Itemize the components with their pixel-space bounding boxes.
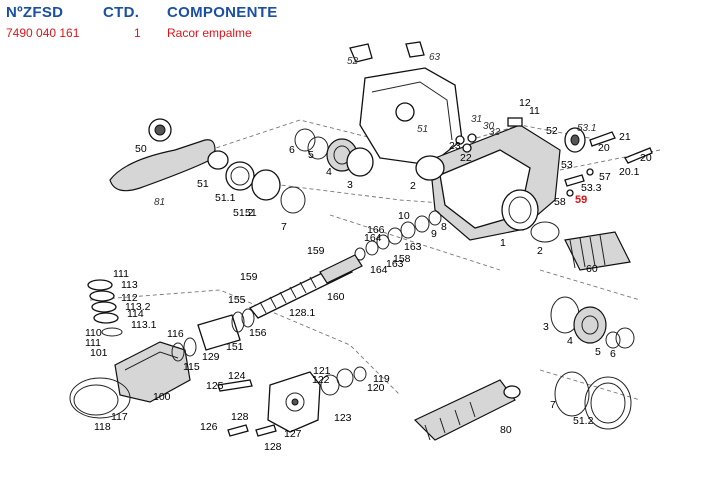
row-component: Racor empalme — [167, 26, 252, 40]
callout-label-129: 129 — [202, 351, 220, 363]
plate-label-32: 32 — [489, 127, 501, 138]
callout-label-110: 110 — [85, 327, 102, 339]
callout-label-5: 5 — [595, 346, 601, 358]
callout-label-60: 60 — [586, 263, 598, 275]
header-part-number: NºZFSD — [6, 4, 64, 21]
callout-label-53-3: 53.3 — [581, 182, 602, 194]
callout-label-20-1: 20.1 — [619, 166, 640, 178]
callout-label-123: 123 — [334, 412, 352, 424]
callout-label-118: 118 — [94, 421, 111, 433]
callout-label-51-2: 51.2 — [233, 207, 254, 219]
callout-label-128-1: 128.1 — [289, 307, 315, 319]
callout-label-6: 6 — [289, 144, 295, 156]
callout-label-111: 111 — [85, 337, 101, 349]
callout-label-51: 51 — [245, 207, 257, 219]
callout-label-5: 5 — [308, 149, 314, 161]
callout-label-50: 50 — [135, 143, 147, 155]
callout-label-160: 160 — [327, 291, 345, 303]
callout-label-151: 151 — [226, 341, 244, 353]
callout-label-164: 164 — [370, 264, 388, 276]
callout-labels: 122334455667789101112202020.121222350515… — [0, 0, 652, 453]
callout-label-170: 170 — [0, 0, 18, 3]
plate-label-81: 81 — [154, 197, 165, 208]
callout-label-1: 1 — [500, 237, 506, 249]
callout-label-58: 58 — [554, 196, 566, 208]
callout-label-51: 51 — [197, 178, 209, 190]
callout-label-2: 2 — [537, 245, 543, 257]
callout-label-111: 111 — [113, 268, 129, 280]
callout-label-4: 4 — [326, 166, 332, 178]
callout-label-2: 2 — [410, 180, 416, 192]
callout-label-126: 126 — [200, 421, 218, 433]
callout-label-100: 100 — [153, 391, 171, 403]
callout-label-156: 156 — [249, 327, 267, 339]
callout-label-159: 159 — [307, 245, 325, 257]
callout-label-7: 7 — [281, 221, 287, 233]
callout-label-9: 9 — [431, 228, 437, 240]
callout-label-124: 124 — [228, 370, 246, 382]
callout-label-164: 164 — [364, 232, 382, 244]
callout-label-51-2: 51.2 — [573, 415, 594, 427]
callout-label-120: 120 — [367, 382, 385, 394]
callout-label-23: 23 — [449, 140, 461, 152]
callout-label-166: 166 — [367, 224, 385, 236]
row-part-number: 7490 040 161 — [6, 26, 80, 40]
callout-label-52: 52 — [546, 125, 558, 137]
callout-label-53: 53 — [561, 159, 573, 171]
plate-label-52: 52 — [347, 56, 359, 67]
callout-label-22: 22 — [460, 152, 472, 164]
callout-label-7: 7 — [550, 399, 556, 411]
callout-label-113-2: 113.2 — [125, 301, 151, 313]
callout-label-20: 20 — [598, 142, 610, 154]
callout-label-115: 115 — [183, 361, 200, 373]
callout-label-10: 10 — [398, 210, 410, 222]
callout-label-20: 20 — [640, 152, 652, 164]
callout-label-155: 155 — [228, 294, 246, 306]
parts-drawing — [69, 41, 661, 441]
callout-label-159: 159 — [240, 271, 258, 283]
callout-label-12: 12 — [519, 97, 531, 109]
callout-label-163: 163 — [386, 258, 404, 270]
callout-label-6: 6 — [610, 348, 616, 360]
callout-label-127: 127 — [284, 428, 302, 440]
callout-label-113: 113 — [121, 279, 138, 291]
callout-label-80: 80 — [500, 424, 512, 436]
callout-label-4: 4 — [567, 335, 573, 347]
callout-label-119: 119 — [373, 373, 390, 385]
header-component: COMPONENTE — [167, 4, 278, 21]
callout-label-125: 125 — [206, 380, 224, 392]
plate-label-30: 30 — [483, 121, 495, 132]
callout-label-128: 128 — [264, 441, 282, 453]
callout-label-113-1: 113.1 — [131, 319, 157, 331]
callout-label-101: 101 — [90, 347, 108, 359]
callout-label-117: 117 — [111, 411, 128, 423]
callout-label-114: 114 — [127, 308, 144, 320]
callout-label-57: 57 — [599, 171, 611, 183]
callout-label-122: 122 — [312, 374, 330, 386]
callout-label-11: 11 — [529, 105, 540, 117]
callout-label-51-1: 51.1 — [215, 192, 236, 204]
callout-label-128: 128 — [231, 411, 249, 423]
header-quantity: CTD. — [103, 4, 140, 21]
callout-label-158: 158 — [393, 253, 411, 265]
callout-label-166: 166 — [0, 0, 18, 3]
callout-label-112: 112 — [121, 292, 138, 304]
callout-label-21: 21 — [619, 131, 631, 143]
plate-label-53-1: 53.1 — [577, 123, 596, 134]
plate-label-51: 51 — [417, 124, 428, 135]
callout-label-3: 3 — [347, 179, 353, 191]
callout-label-3: 3 — [543, 321, 549, 333]
plate-label-31: 31 — [471, 114, 482, 125]
callout-label-116: 116 — [167, 328, 184, 340]
plate-label-63: 63 — [429, 52, 441, 63]
callout-label-121: 121 — [313, 365, 331, 377]
callout-label-highlighted: 59 — [575, 194, 587, 206]
callout-label-163: 163 — [404, 241, 422, 253]
callout-label-8: 8 — [441, 221, 447, 233]
row-quantity: 1 — [134, 26, 141, 40]
